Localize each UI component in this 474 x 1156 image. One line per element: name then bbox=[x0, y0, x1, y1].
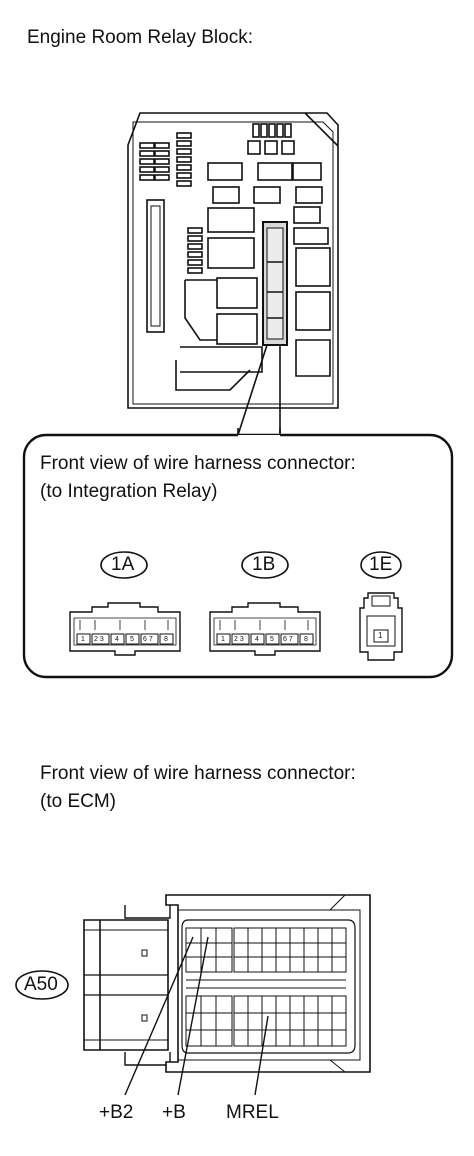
connector-A50-label: A50 bbox=[24, 974, 58, 995]
pin-label: 4 bbox=[255, 636, 259, 643]
pin-label: 8 bbox=[164, 636, 168, 643]
leader-MREL bbox=[254, 1015, 269, 1096]
connector-1E-label: 1E bbox=[369, 554, 393, 575]
ecm-connector-body bbox=[165, 894, 371, 1073]
terminal-label-B2: +B2 bbox=[99, 1102, 134, 1123]
terminal-label-MREL: MREL bbox=[226, 1102, 279, 1123]
pin-label: 5 bbox=[270, 636, 274, 643]
relay-10 bbox=[207, 237, 255, 269]
callout-line-2: (to Integration Relay) bbox=[40, 481, 218, 502]
terminal-grid-left bbox=[185, 927, 233, 1047]
relay-7 bbox=[207, 207, 255, 233]
ecm-line-1: Front view of wire harness connector: bbox=[40, 763, 356, 784]
relay-3 bbox=[292, 162, 322, 181]
fuse-grid-left bbox=[139, 132, 192, 187]
fuse-row-top bbox=[247, 123, 295, 155]
terminal-grid-right bbox=[233, 927, 347, 1047]
relay-1 bbox=[207, 162, 243, 181]
ecm-line-2: (to ECM) bbox=[40, 791, 116, 812]
relay-6 bbox=[295, 186, 323, 204]
pin-label: 1 bbox=[81, 636, 85, 643]
relay-11 bbox=[295, 247, 331, 287]
connector-1B bbox=[209, 602, 321, 656]
connector-1A bbox=[69, 602, 181, 656]
pin-label: 5 bbox=[130, 636, 134, 643]
relay-13 bbox=[295, 291, 331, 331]
relay-14 bbox=[216, 313, 258, 345]
fuse-column-middle bbox=[187, 227, 203, 274]
pin-label-1E: 1 bbox=[378, 631, 383, 640]
fuse-slot-long bbox=[146, 199, 165, 333]
relay-12 bbox=[216, 277, 258, 309]
connector-1A-label: 1A bbox=[111, 554, 135, 575]
pin-label: 8 bbox=[304, 636, 308, 643]
callout-leader bbox=[237, 344, 281, 436]
pin-label: 2 3 bbox=[234, 636, 244, 643]
pin-label: 6 7 bbox=[143, 636, 153, 643]
leader-B bbox=[177, 936, 209, 1096]
connector-label-A50 bbox=[15, 970, 69, 1000]
connector-label-1A bbox=[100, 551, 402, 579]
relay-5 bbox=[253, 186, 281, 204]
pin-label: 6 7 bbox=[283, 636, 293, 643]
relay-9 bbox=[293, 227, 329, 245]
relay-4 bbox=[212, 186, 240, 204]
connector-1E bbox=[359, 592, 403, 661]
page-title: Engine Room Relay Block: bbox=[27, 27, 253, 48]
relay-2 bbox=[257, 162, 293, 181]
relay-8 bbox=[293, 206, 321, 224]
pin-label: 4 bbox=[115, 636, 119, 643]
terminal-label-B: +B bbox=[162, 1102, 186, 1123]
connector-1B-label: 1B bbox=[252, 554, 276, 575]
callout-line-1: Front view of wire harness connector: bbox=[40, 453, 356, 474]
leader-B2 bbox=[124, 936, 194, 1096]
relay-block-housing bbox=[127, 112, 339, 409]
pin-label: 2 3 bbox=[94, 636, 104, 643]
pin-label: 1 bbox=[221, 636, 225, 643]
